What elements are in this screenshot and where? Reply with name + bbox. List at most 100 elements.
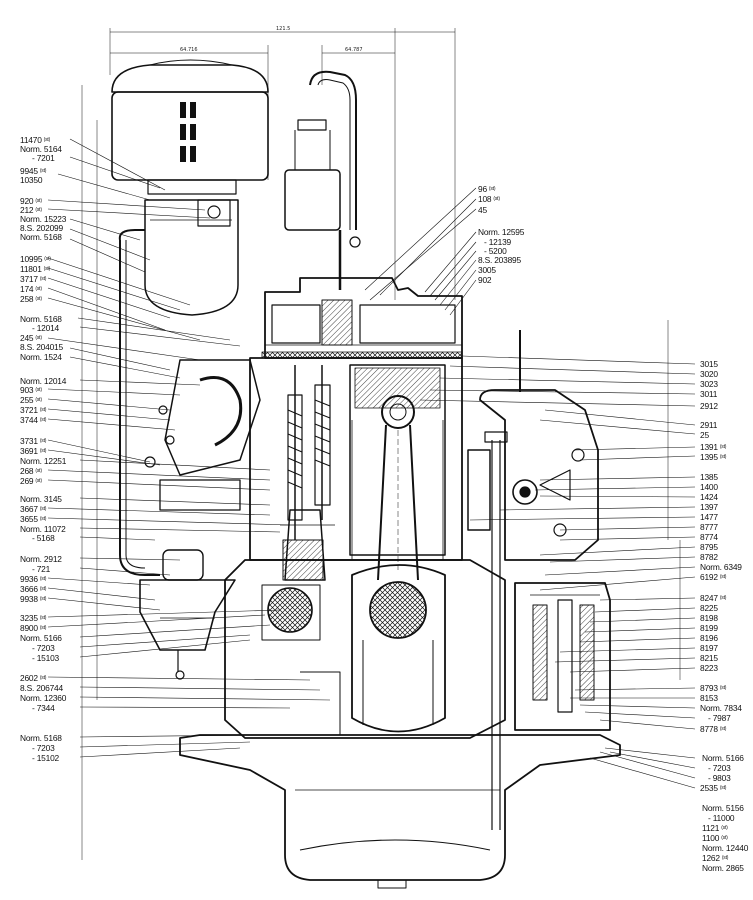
left-callout: Norm. 5168 — [20, 734, 62, 743]
right-callout: 2535(st) — [700, 784, 726, 793]
right-callout: 8223 — [700, 664, 718, 673]
left-callout: 269(st) — [20, 477, 42, 486]
right-callout: Norm. 6349 — [700, 563, 742, 572]
left-callout: 3731(st) — [20, 437, 46, 446]
left-callout: - 15103 — [32, 654, 59, 663]
callout-text: Norm. 15223 — [20, 214, 67, 224]
callout-tag: (st) — [35, 387, 42, 393]
callout-text: 11801 — [20, 264, 42, 274]
right-callout: 1262(st) — [702, 854, 728, 863]
callout-tag: (st) — [39, 276, 47, 282]
left-callout: 258(st) — [20, 295, 42, 304]
callout-tag: (st) — [721, 855, 729, 861]
right-callout: Norm. 12440 — [702, 844, 748, 853]
left-callout: 8900(st) — [20, 624, 46, 633]
callout-text: Norm. 2912 — [20, 554, 62, 564]
callout-text: 3015 — [700, 359, 718, 369]
left-callout: - 7203 — [32, 644, 55, 653]
callout-tag: (st) — [719, 726, 727, 732]
engine-block — [249, 357, 463, 561]
callout-tag: (st) — [719, 574, 727, 580]
right-callout: 1397 — [700, 503, 718, 512]
air-filter — [111, 59, 269, 195]
callout-text: 8153 — [700, 693, 718, 703]
left-callout: - 7344 — [32, 704, 55, 713]
left-callout: Norm. 5164 — [20, 145, 62, 154]
oil-filter — [514, 582, 611, 731]
callout-text: Norm. 12440 — [702, 843, 749, 853]
left-callout: 212(st) — [20, 206, 42, 215]
callout-text: - 12014 — [32, 323, 60, 333]
top-callout: - 5200 — [484, 247, 507, 256]
callout-text: 8.S. 204015 — [20, 342, 63, 352]
callout-text: - 15103 — [32, 653, 60, 663]
left-callout: - 5168 — [32, 534, 55, 543]
right-callout: 25 — [700, 431, 709, 440]
callout-text: 3023 — [700, 379, 718, 389]
callout-text: 8774 — [700, 532, 718, 542]
right-callout: 8225 — [700, 604, 718, 613]
fuel-pipe — [118, 229, 160, 576]
left-callout: Norm. 3145 — [20, 495, 62, 504]
callout-text: 8.S. 206744 — [20, 683, 63, 693]
dimension-label: 64.716 — [180, 47, 198, 53]
callout-text: 255 — [20, 395, 34, 405]
crankcase — [224, 559, 506, 739]
left-callout: - 7203 — [32, 744, 55, 753]
callout-text: Norm. 11072 — [20, 524, 66, 534]
top-callout: 3005 — [478, 266, 496, 275]
callout-text: 8900 — [20, 623, 38, 633]
callout-text: - 721 — [32, 564, 51, 574]
left-callout: 903(st) — [20, 386, 42, 395]
callout-tag: (st) — [35, 207, 42, 213]
callout-tag: (st) — [719, 444, 727, 450]
fuel-lift-pump — [139, 549, 236, 680]
right-callout: 1400 — [700, 483, 718, 492]
callout-tag: (st) — [35, 286, 42, 292]
right-callout: 1385 — [700, 473, 718, 482]
left-callout: 8.S. 204015 — [20, 343, 63, 352]
callout-text: 245 — [20, 333, 34, 343]
top-callout: 902 — [478, 276, 492, 285]
callout-text: 1121 — [702, 823, 720, 833]
right-callout: - 11000 — [708, 813, 735, 823]
callout-text: - 7201 — [32, 153, 55, 163]
callout-text: 9945 — [20, 166, 38, 176]
right-callout: 8782 — [700, 553, 718, 562]
callout-text: 1395 — [700, 452, 718, 462]
callout-tag: (st) — [721, 835, 728, 841]
callout-text: 8782 — [700, 552, 718, 562]
left-callout: Norm. 15223 — [20, 215, 66, 224]
callout-tag: (st) — [39, 407, 47, 413]
callout-text: Norm. 12595 — [478, 227, 525, 237]
callout-text: - 11000 — [708, 813, 735, 823]
oil-bath-bowl — [144, 199, 239, 316]
right-callout: 8199 — [700, 624, 718, 633]
callout-text: Norm. 5168 — [20, 232, 62, 242]
callout-text: 920 — [20, 196, 34, 206]
callout-tag: (st) — [39, 506, 47, 512]
left-callout: 3667(st) — [20, 505, 46, 514]
left-callout: 255(st) — [20, 396, 42, 405]
left-callout: 11801(st) — [20, 265, 50, 274]
callout-tag: (st) — [39, 448, 47, 454]
left-callout: 3721(st) — [20, 406, 46, 415]
callout-text: 8223 — [700, 663, 718, 673]
right-callout: 8215 — [700, 654, 718, 663]
callout-text: Norm. 7834 — [700, 703, 742, 713]
callout-text: 8777 — [700, 522, 718, 532]
injection-pump — [280, 509, 335, 581]
callout-tag: (st) — [43, 137, 51, 143]
callout-text: 8196 — [700, 633, 718, 643]
callout-text: 1385 — [700, 472, 718, 482]
callout-tag: (st) — [39, 417, 47, 423]
left-callout: 10995(st) — [20, 255, 51, 264]
right-callout: 1424 — [700, 493, 718, 502]
left-callout: Norm. 12251 — [20, 457, 66, 466]
callout-text: 3667 — [20, 504, 38, 514]
top-callout: Norm. 12595 — [478, 228, 524, 237]
right-callout: 8198 — [700, 614, 718, 623]
callout-tag: (st) — [719, 685, 727, 691]
callout-text: 2535 — [700, 783, 718, 793]
